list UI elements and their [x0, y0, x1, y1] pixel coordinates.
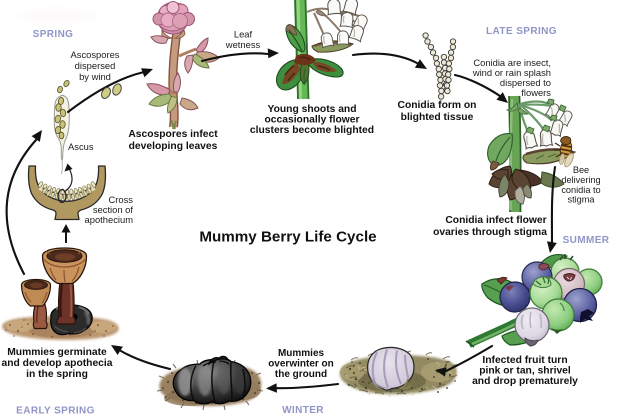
svg-text:developing leaves: developing leaves [129, 141, 218, 152]
svg-text:pink or tan, shrivel: pink or tan, shrivel [479, 366, 571, 377]
svg-text:in the spring: in the spring [26, 369, 88, 380]
svg-text:Infected fruit turn: Infected fruit turn [482, 355, 567, 366]
svg-text:Leaf: Leaf [234, 29, 253, 40]
svg-text:delivering: delivering [561, 175, 600, 185]
svg-text:ovaries through stigma: ovaries through stigma [433, 227, 547, 238]
svg-text:Mummies: Mummies [278, 348, 325, 359]
svg-text:Mummies germinate: Mummies germinate [7, 347, 107, 358]
svg-text:section of: section of [93, 204, 134, 215]
svg-text:conidia to: conidia to [561, 185, 600, 195]
svg-text:apothecium: apothecium [85, 214, 134, 225]
svg-text:overwinter on: overwinter on [268, 359, 334, 370]
svg-text:Ascospores infect: Ascospores infect [128, 129, 218, 140]
svg-text:stigma: stigma [567, 195, 595, 205]
svg-text:Ascus: Ascus [68, 141, 94, 152]
svg-text:SUMMER: SUMMER [563, 235, 610, 246]
svg-text:dispersed to: dispersed to [500, 77, 551, 88]
svg-text:and drop prematurely: and drop prematurely [472, 376, 578, 387]
svg-text:flowers: flowers [521, 87, 551, 98]
svg-text:Mummy Berry Life Cycle: Mummy Berry Life Cycle [199, 229, 376, 246]
svg-text:wetness: wetness [225, 39, 261, 50]
svg-text:and develop apothecia: and develop apothecia [1, 358, 112, 369]
svg-text:clusters become blighted: clusters become blighted [250, 125, 374, 136]
svg-text:Young shoots and: Young shoots and [267, 104, 356, 115]
svg-text:Bee: Bee [573, 165, 589, 175]
svg-text:the ground: the ground [275, 369, 327, 380]
svg-text:occasionally flower: occasionally flower [265, 115, 360, 126]
svg-text:Ascospores: Ascospores [71, 49, 120, 60]
svg-text:wind or rain splash: wind or rain splash [472, 67, 551, 78]
svg-text:LATE SPRING: LATE SPRING [486, 26, 557, 37]
svg-text:WINTER: WINTER [282, 405, 324, 416]
svg-text:dispersed: dispersed [75, 60, 116, 71]
svg-text:SPRING: SPRING [33, 29, 74, 40]
svg-text:EARLY SPRING: EARLY SPRING [16, 406, 95, 417]
svg-text:by wind: by wind [79, 71, 111, 82]
svg-text:Conidia infect flower: Conidia infect flower [445, 215, 546, 226]
svg-text:Conidia are insect,: Conidia are insect, [473, 57, 551, 68]
svg-text:Conidia form on: Conidia form on [398, 100, 477, 111]
svg-text:blighted tissue: blighted tissue [401, 112, 474, 123]
svg-text:Cross: Cross [109, 194, 134, 205]
